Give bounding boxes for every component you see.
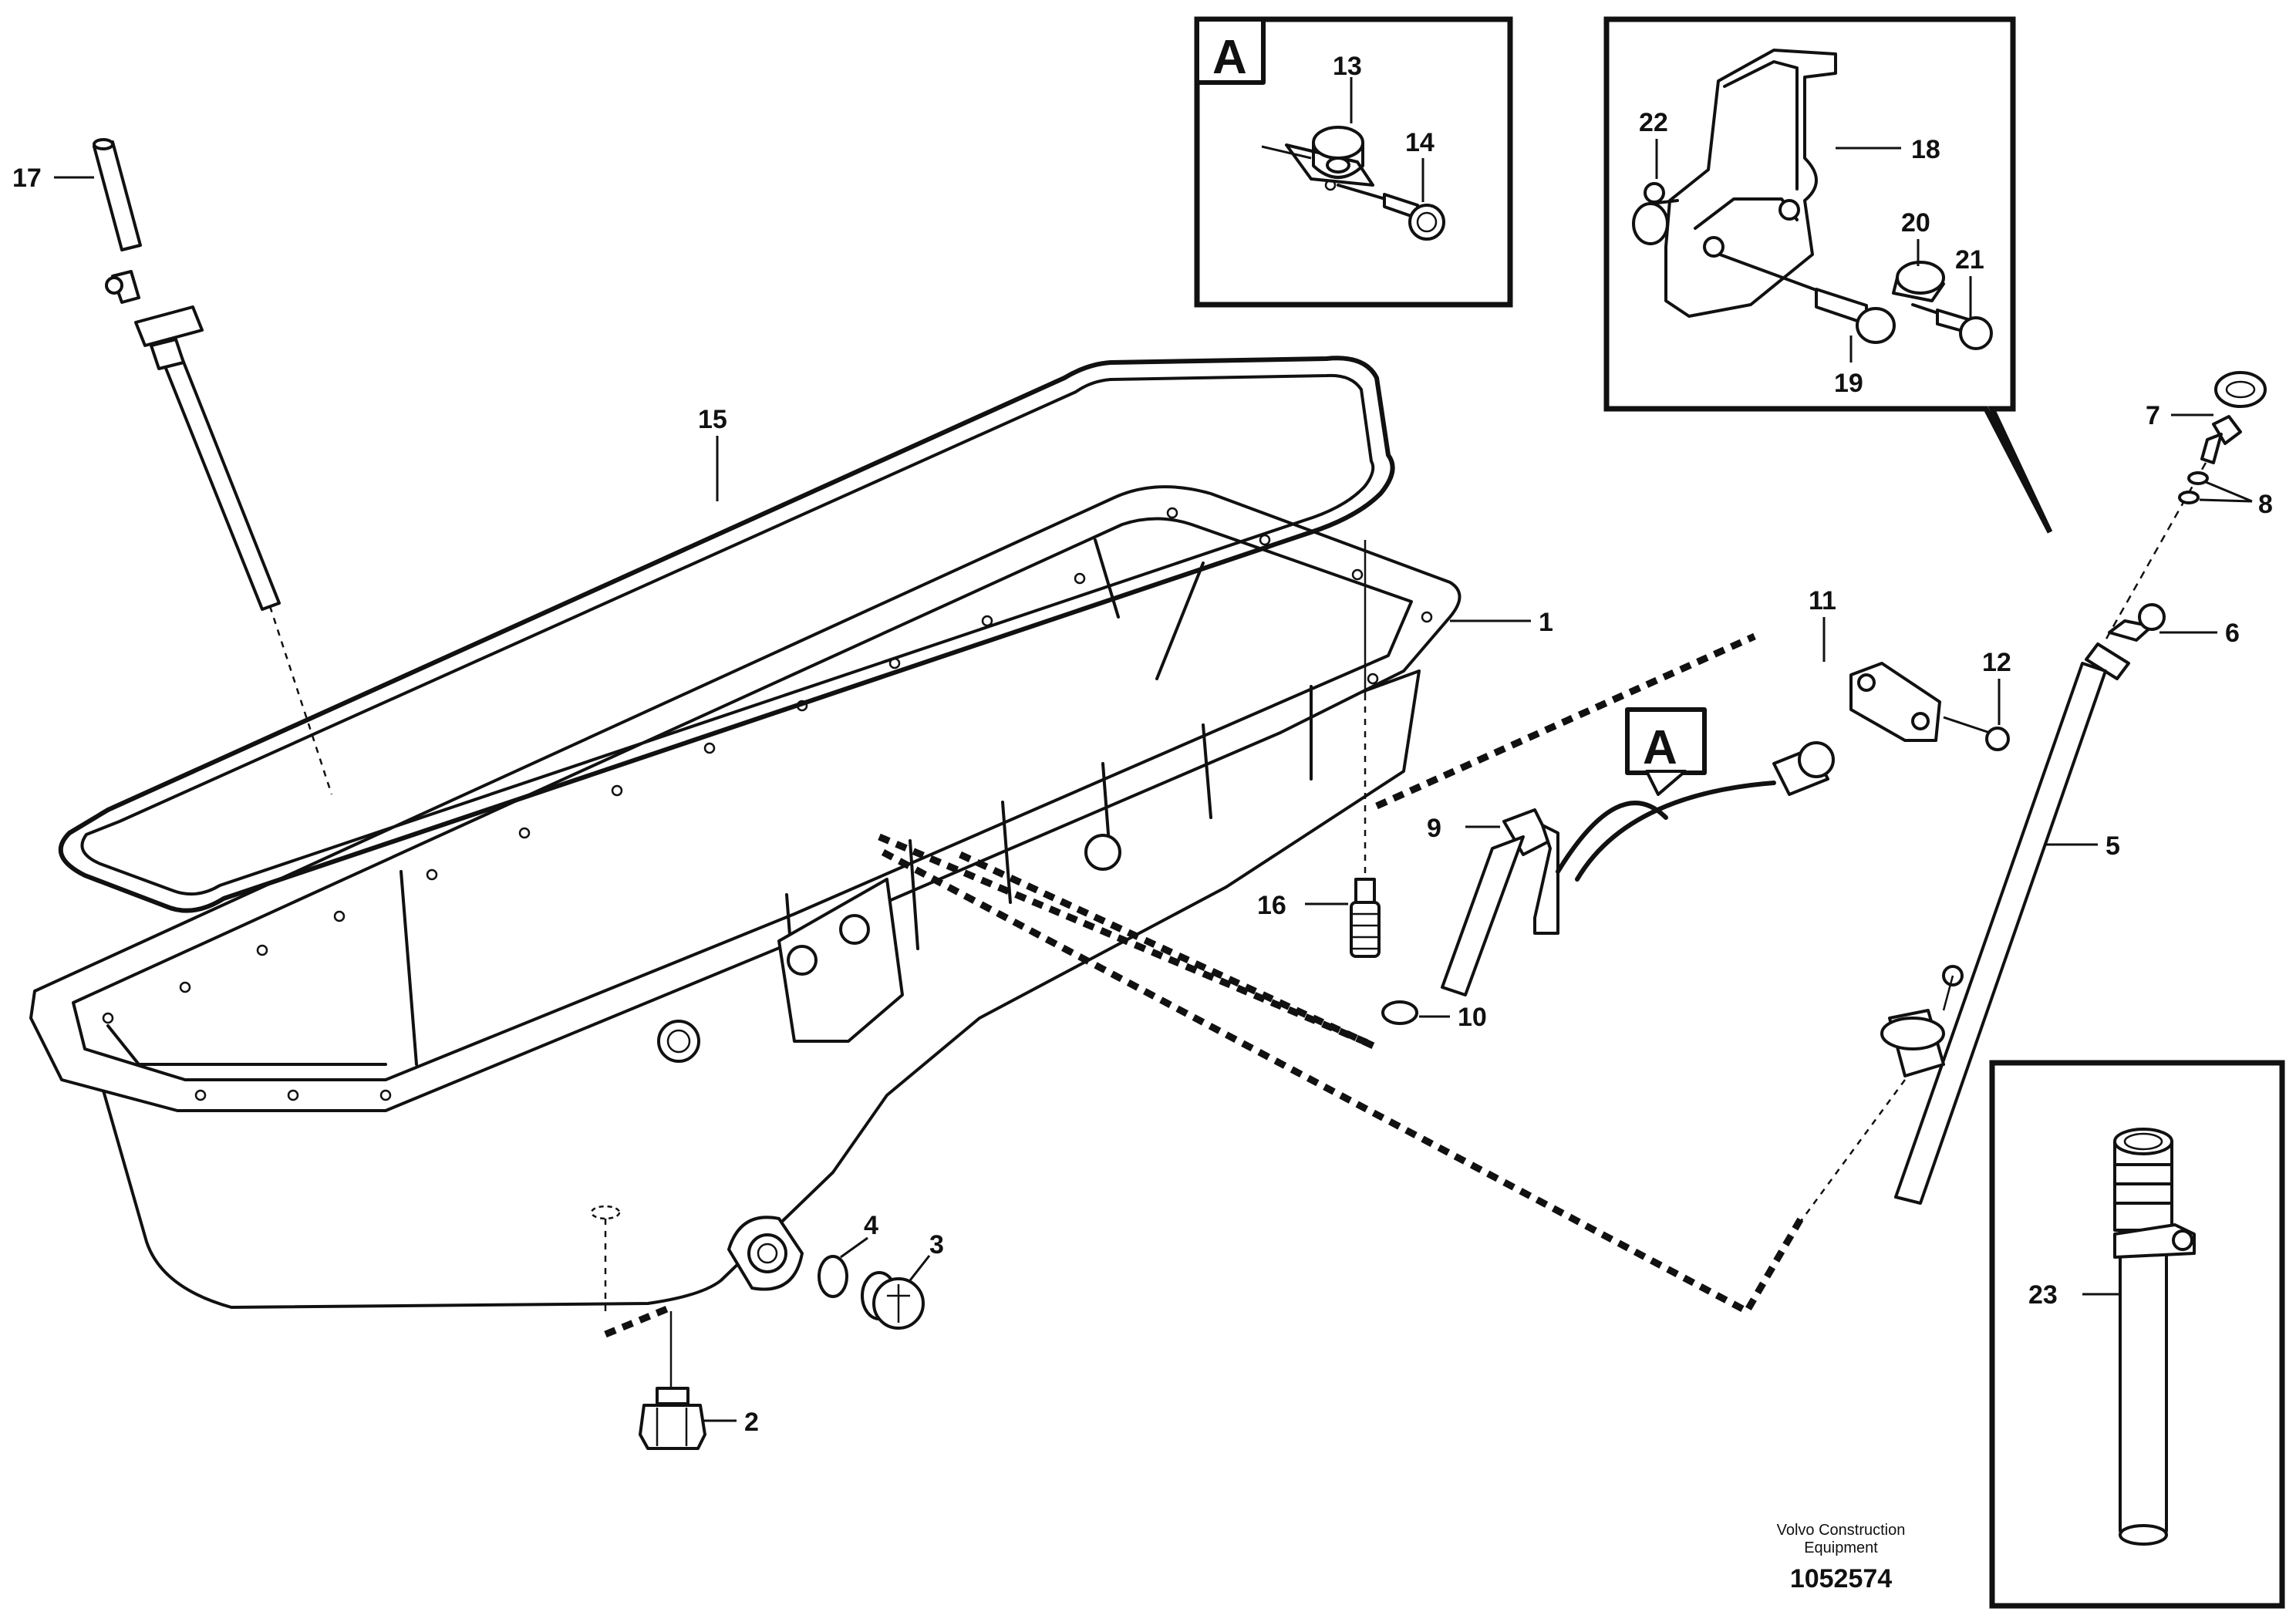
callout-10: 10 <box>1458 1003 1487 1032</box>
callout-4: 4 <box>864 1211 878 1240</box>
section-a-letter: A <box>1643 721 1677 774</box>
dipstick-part-7 <box>2104 371 2267 641</box>
bolt-part-19 <box>1718 253 1896 344</box>
publisher-credit: Volvo Construction Equipment 1052574 <box>1777 1522 1906 1593</box>
callout-20: 20 <box>1901 208 1930 238</box>
oring-part-10 <box>1381 1000 1418 1025</box>
drain-plug-part-3 <box>861 1271 925 1330</box>
dipstick-tube-part-5 <box>1795 642 2130 1227</box>
bracket-part-18 <box>1632 49 1837 318</box>
bolt-part-14 <box>1337 184 1445 241</box>
callout-11: 11 <box>1809 586 1836 615</box>
bolt-part-12 <box>1943 716 2010 751</box>
callout-7: 7 <box>2146 401 2160 430</box>
section-a-marker: A <box>1625 707 1707 796</box>
callout-13: 13 <box>1333 52 1362 81</box>
credit-line-2: Equipment <box>1804 1539 1878 1556</box>
credit-line-1: Volvo Construction <box>1777 1522 1906 1539</box>
callout-21: 21 <box>1955 245 1984 275</box>
bracket-plate-part-11 <box>1849 662 1941 742</box>
tube-detail-frame: 23 <box>1989 1060 2285 1609</box>
callout-17: 17 <box>12 164 42 193</box>
callout-1: 1 <box>1539 608 1553 637</box>
callout-12: 12 <box>1982 648 2011 677</box>
seal-part-8 <box>2178 471 2209 504</box>
clip-part-20 <box>1892 261 1945 302</box>
guide-tube-part-23 <box>2113 1128 2196 1546</box>
plug-part-2 <box>639 1311 706 1450</box>
callout-9: 9 <box>1427 814 1441 843</box>
callout-16: 16 <box>1257 891 1286 920</box>
callout-15: 15 <box>698 405 727 434</box>
flange-bolt-holes <box>102 507 1433 1101</box>
callout-5: 5 <box>2106 831 2120 861</box>
callout-14: 14 <box>1405 128 1435 157</box>
document-number: 1052574 <box>1790 1564 1892 1593</box>
dipstick-part-17 <box>93 138 333 795</box>
sensor-part-9 <box>1441 741 1835 996</box>
bracket-detail-frame: 22 18 20 21 19 <box>1603 16 2053 534</box>
callout-22: 22 <box>1639 108 1668 137</box>
detail-view-a: A 13 14 <box>1194 16 1513 308</box>
callout-19: 19 <box>1834 369 1863 398</box>
bolt-part-21 <box>1911 303 1993 350</box>
clip-part-13 <box>1285 126 1374 191</box>
gasket-part-15 <box>58 356 1395 913</box>
callout-2: 2 <box>744 1408 759 1437</box>
callout-23: 23 <box>2028 1280 2058 1310</box>
callout-18: 18 <box>1911 135 1940 164</box>
stud-part-16 <box>1350 694 1381 958</box>
assembly-path-lines <box>604 632 1804 1338</box>
callout-3: 3 <box>929 1230 944 1259</box>
detail-a-letter: A <box>1212 31 1247 84</box>
callout-6: 6 <box>2225 619 2240 648</box>
washer-part-4 <box>818 1255 848 1298</box>
bolt-part-6 <box>2108 603 2166 642</box>
callout-8: 8 <box>2258 490 2273 519</box>
oil-pan-part-1 <box>29 485 1462 1311</box>
